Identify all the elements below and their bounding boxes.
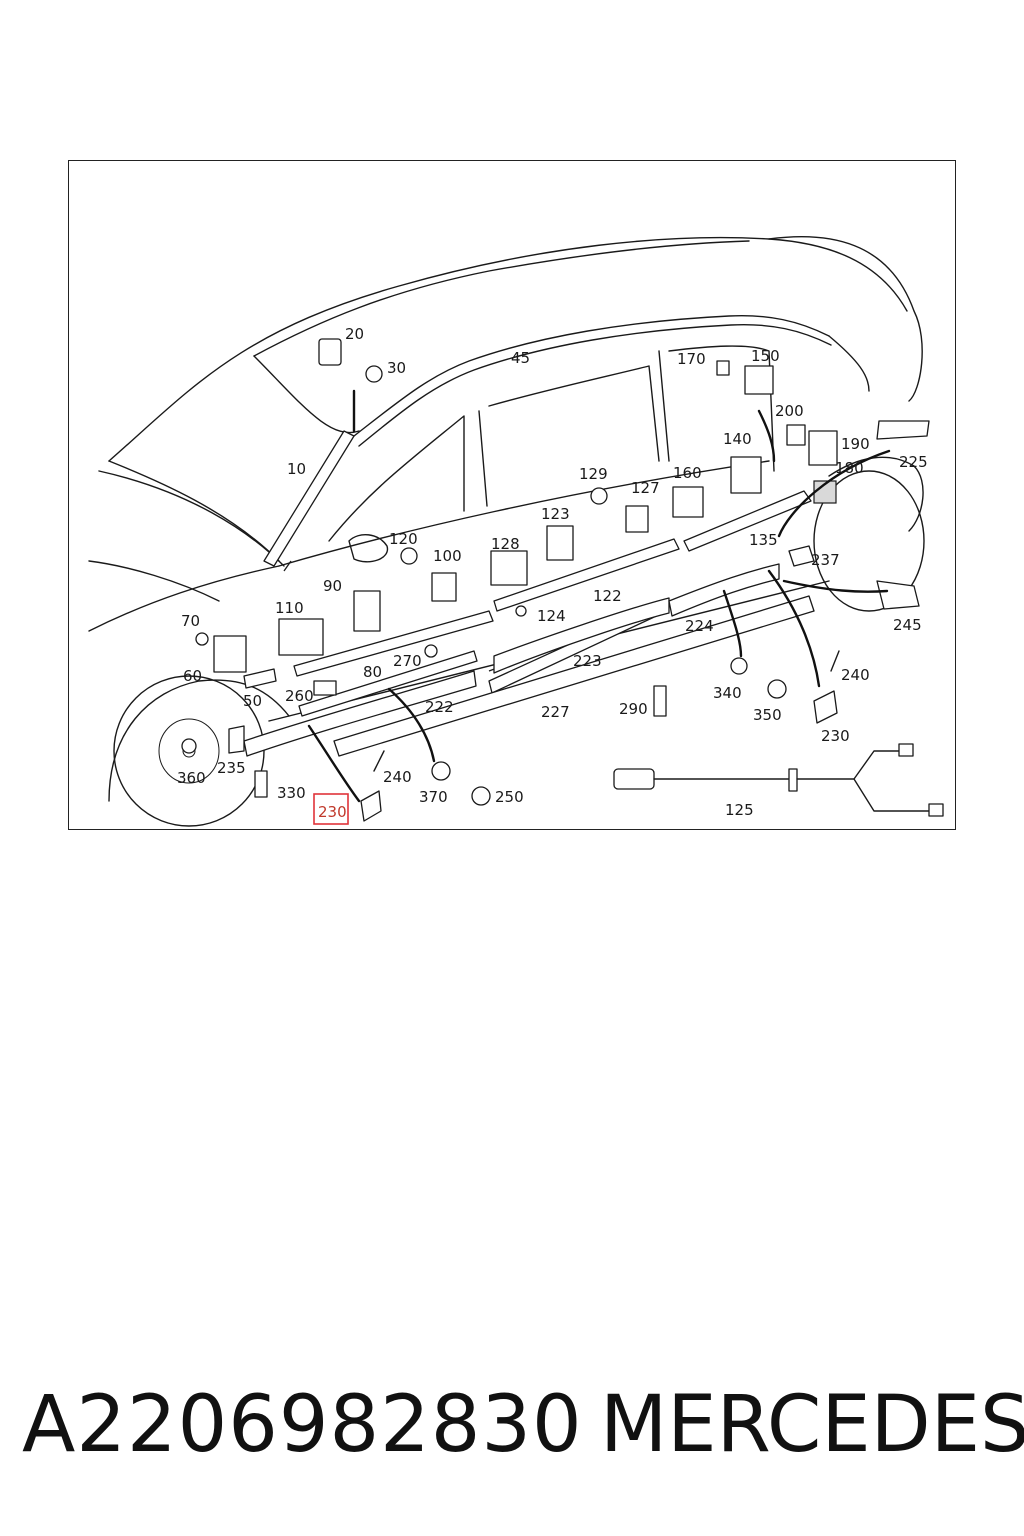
callout-80: 80	[363, 663, 382, 681]
clip-70	[195, 632, 209, 646]
clip-150	[744, 365, 774, 395]
clip-240-front	[373, 750, 385, 772]
callout-200: 200	[775, 402, 804, 420]
callout-225: 225	[899, 453, 928, 471]
clip-20	[318, 338, 342, 366]
callout-230-rear: 230	[821, 727, 850, 745]
clip-124	[515, 605, 527, 617]
clip-290	[653, 685, 667, 717]
clip-190	[808, 430, 838, 466]
callout-270: 270	[393, 652, 422, 670]
callout-223: 223	[573, 652, 602, 670]
brand-name: MERCEDES	[600, 1380, 1024, 1470]
callout-260: 260	[285, 687, 314, 705]
clip-340	[730, 657, 748, 675]
part-225	[876, 420, 930, 440]
callout-340: 340	[713, 684, 742, 702]
footer-row: A2206982830 MERCEDES	[0, 1370, 1024, 1480]
callout-30: 30	[387, 359, 406, 377]
screw-360	[181, 738, 197, 754]
part-number: A2206982830	[22, 1380, 583, 1470]
callout-222: 222	[425, 698, 454, 716]
callout-127: 127	[631, 479, 660, 497]
callout-10: 10	[287, 460, 306, 478]
callout-120: 120	[389, 530, 418, 548]
callout-160: 160	[673, 464, 702, 482]
clip-127	[625, 505, 649, 533]
clip-270	[424, 644, 438, 658]
callout-129: 129	[579, 465, 608, 483]
clip-60	[213, 635, 247, 673]
highlight-box-230[interactable]	[313, 793, 349, 825]
callout-140: 140	[723, 430, 752, 448]
callout-70: 70	[181, 612, 200, 630]
clip-128	[490, 550, 528, 586]
part-245	[876, 580, 920, 610]
callout-150: 150	[751, 347, 780, 365]
callout-20: 20	[345, 325, 364, 343]
callout-350: 350	[753, 706, 782, 724]
clip-123	[546, 525, 574, 561]
clip-90	[353, 590, 381, 632]
callout-170: 170	[677, 350, 706, 368]
callout-labels: 20 30 45 170 150 200 190 180 225 10 140 …	[177, 325, 928, 825]
clips-fasteners	[181, 338, 930, 822]
clip-160	[672, 486, 704, 518]
callout-250: 250	[495, 788, 524, 806]
callout-50: 50	[243, 692, 262, 710]
clip-200	[786, 424, 806, 446]
callout-235: 235	[217, 759, 246, 777]
parts-diagram-frame: 20 30 45 170 150 200 190 180 225 10 140 …	[68, 160, 956, 830]
arrows	[307, 389, 891, 803]
callout-135: 135	[749, 531, 778, 549]
callout-128: 128	[491, 535, 520, 553]
callout-330: 330	[277, 784, 306, 802]
part-230-front	[360, 790, 382, 822]
callout-100: 100	[433, 547, 462, 565]
callout-240-rear: 240	[841, 666, 870, 684]
parts-diagram: 20 30 45 170 150 200 190 180 225 10 140 …	[88, 236, 944, 827]
callout-245: 245	[893, 616, 922, 634]
trim-strips	[243, 430, 815, 757]
screw-170	[716, 360, 730, 376]
callout-123: 123	[541, 505, 570, 523]
callout-45: 45	[511, 349, 530, 367]
callout-124: 124	[537, 607, 566, 625]
clip-140-holder	[730, 456, 762, 494]
clip-100	[431, 572, 457, 602]
car-body-outline	[88, 236, 925, 827]
callout-360: 360	[177, 769, 206, 787]
screw-30	[365, 365, 383, 383]
clip-370	[431, 761, 451, 781]
part-230-rear	[813, 690, 838, 724]
wiring-harness-125	[613, 743, 944, 817]
callout-370: 370	[419, 788, 448, 806]
callout-60: 60	[183, 667, 202, 685]
callout-90: 90	[323, 577, 342, 595]
callout-230-highlighted: 230	[318, 803, 347, 821]
clip-240-rear	[830, 650, 840, 672]
callout-227: 227	[541, 703, 570, 721]
clip-260	[313, 680, 337, 696]
callout-190: 190	[841, 435, 870, 453]
screw-120	[400, 547, 418, 565]
screw-250	[471, 786, 491, 806]
screw-129	[590, 487, 608, 505]
screw-350	[767, 679, 787, 699]
part-235	[228, 725, 245, 754]
callout-180: 180	[835, 459, 864, 477]
callout-224: 224	[685, 617, 714, 635]
callout-240-front: 240	[383, 768, 412, 786]
clip-110	[278, 618, 324, 656]
callout-237: 237	[811, 551, 840, 569]
callout-125: 125	[725, 801, 754, 819]
callout-110: 110	[275, 599, 304, 617]
callout-290: 290	[619, 700, 648, 718]
clip-330	[254, 770, 268, 798]
callout-122: 122	[593, 587, 622, 605]
